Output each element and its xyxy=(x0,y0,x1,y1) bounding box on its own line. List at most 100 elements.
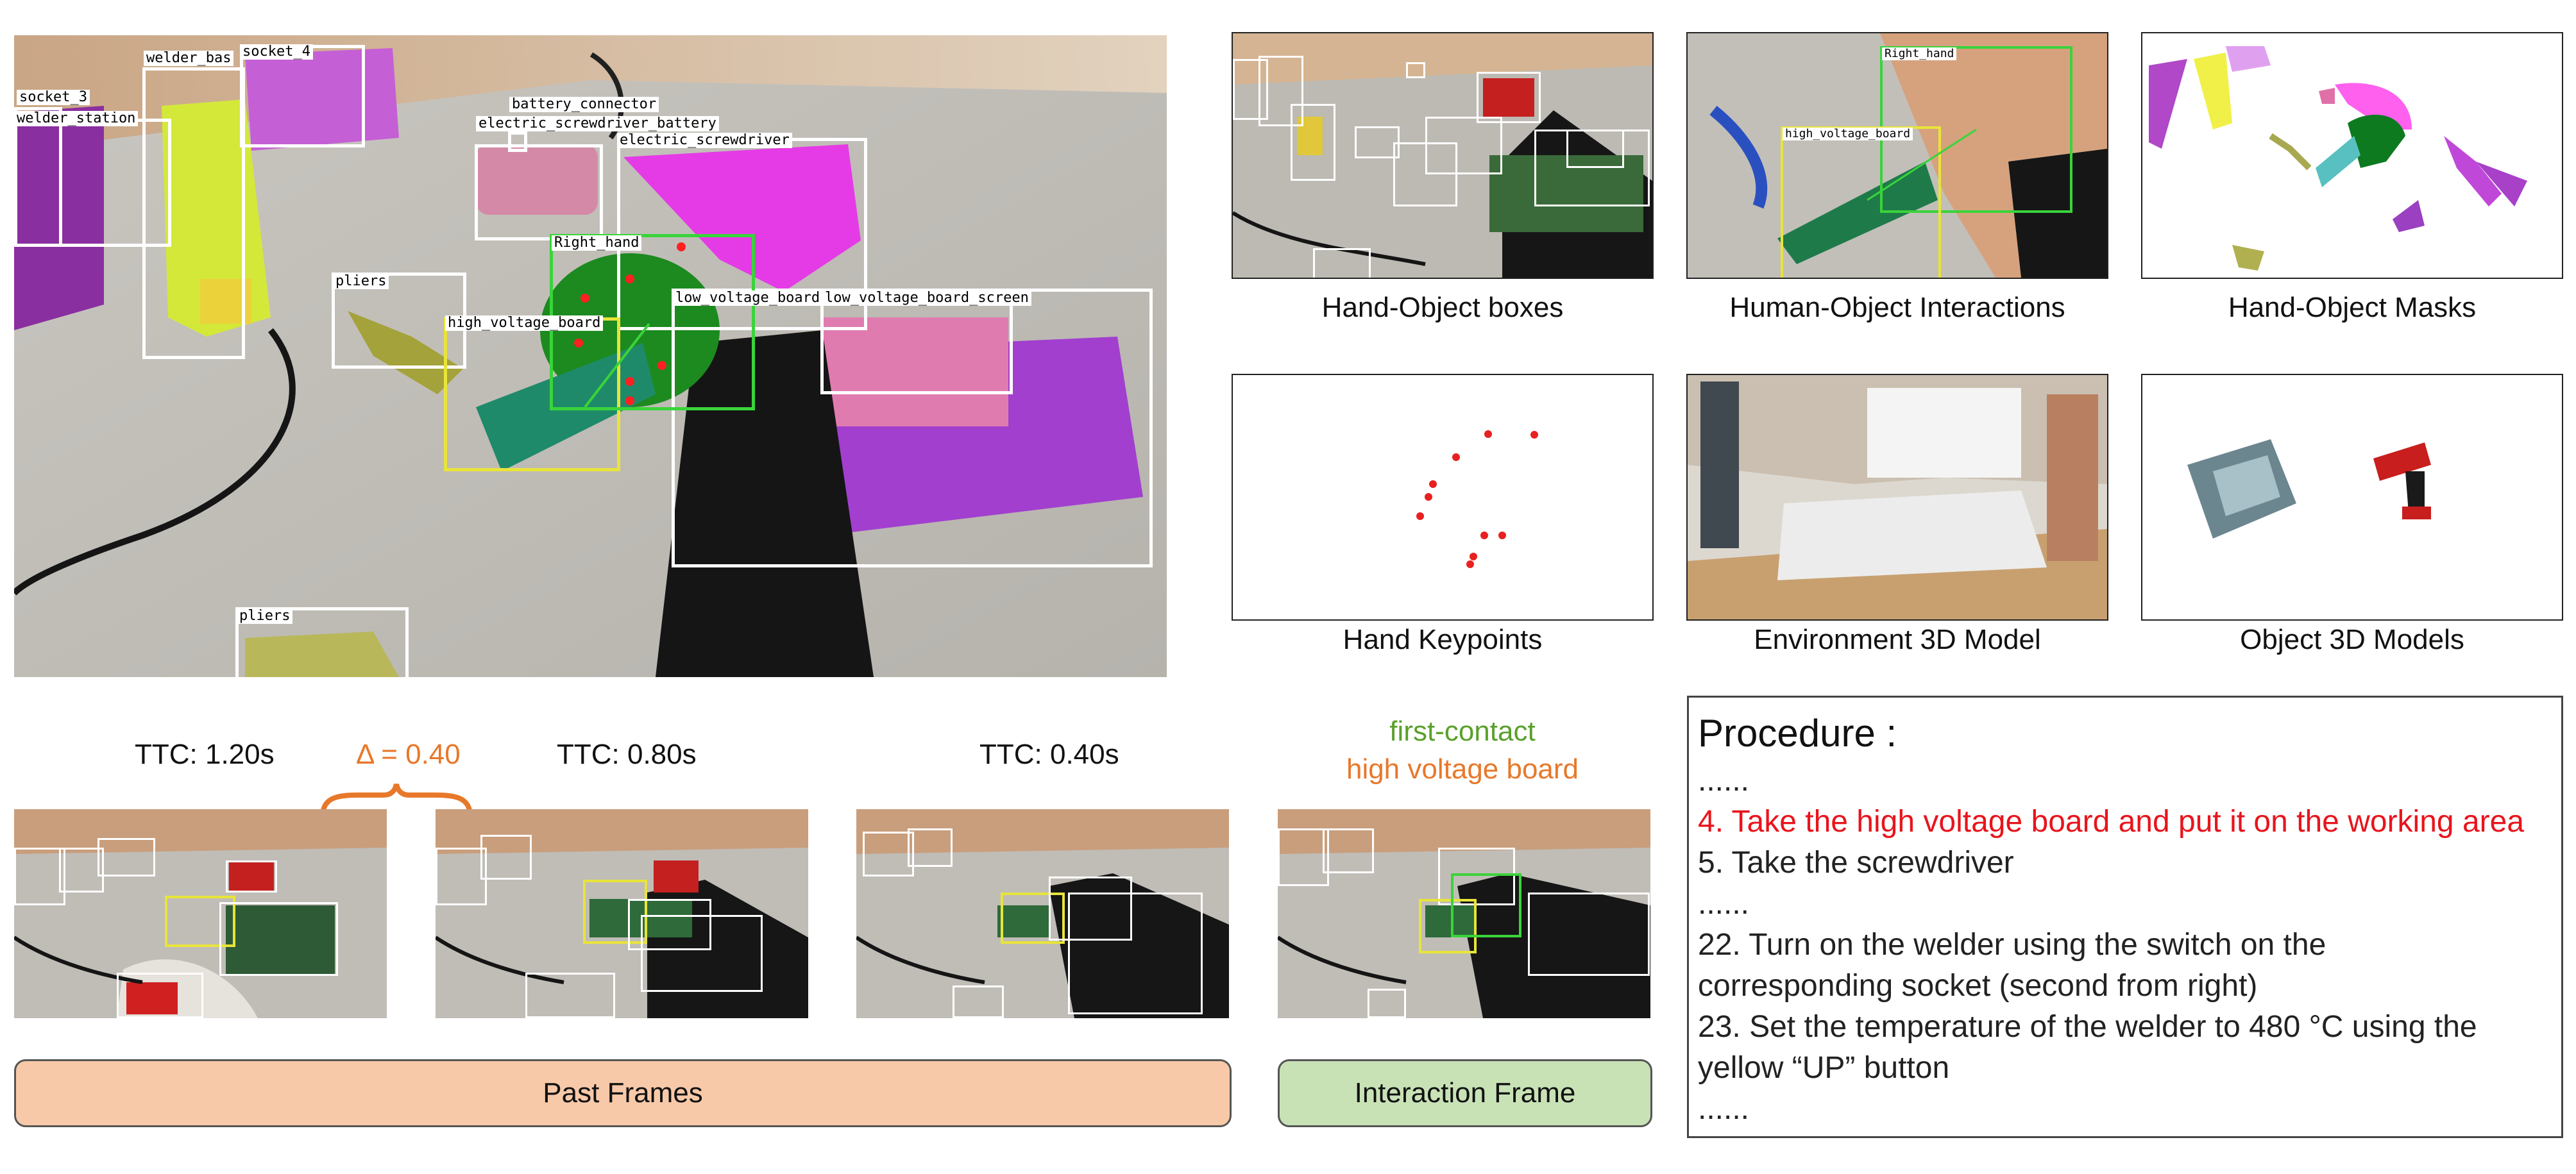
contact-object-label: high voltage board xyxy=(1346,753,1579,785)
hand-object-boxes-scene xyxy=(1233,33,1652,278)
interaction-frame-banner: Interaction Frame xyxy=(1278,1059,1652,1127)
past-frame-3 xyxy=(856,809,1229,1018)
caption-hand-object-masks: Hand-Object Masks xyxy=(2228,292,2477,323)
hoboxes-box-1 xyxy=(1233,59,1268,120)
delta-brace xyxy=(320,784,473,819)
past-frame-2 xyxy=(436,809,808,1018)
hand-object-masks-scene xyxy=(2149,46,2527,271)
object-3d-models-scene xyxy=(2187,439,2431,539)
pf2-box-4 xyxy=(641,915,763,992)
hoboxes-box-2 xyxy=(1258,56,1303,126)
thumb-hand-object-masks xyxy=(2141,32,2563,279)
past-frame-3-scene xyxy=(856,809,1229,1018)
ttc-label-3: TTC: 0.40s xyxy=(979,739,1119,770)
procedure-step-22-line-2: corresponding socket (second from right) xyxy=(1698,969,2258,1003)
label-electric-screwdriver-battery: electric_screwdriver_battery xyxy=(476,116,719,131)
bbox-welder-base xyxy=(142,67,245,359)
hoi-label-board: high_voltage_board xyxy=(1783,128,1913,140)
thumb-environment-3d-model xyxy=(1686,374,2108,621)
label-battery-connector: battery_connector xyxy=(509,97,659,112)
hoboxes-box-11 xyxy=(1406,62,1425,78)
delta-label: Δ = 0.40 xyxy=(356,739,461,770)
caption-hand-object-boxes: Hand-Object boxes xyxy=(1321,292,1564,323)
label-socket-4: socket_4 xyxy=(240,44,313,60)
procedure-ellipsis-2: ...... xyxy=(1698,887,1750,921)
pf1-box-1 xyxy=(14,848,65,905)
hoboxes-box-9 xyxy=(1566,130,1624,168)
label-pliers-2: pliers xyxy=(237,608,293,624)
interaction-frame-image xyxy=(1278,809,1650,1018)
if-box-2 xyxy=(1323,828,1374,873)
interaction-frame-scene xyxy=(1278,809,1650,1018)
pf2-box-3 xyxy=(628,899,711,950)
hoi-label-hand: Right_hand xyxy=(1882,47,1957,60)
procedure-step-22-line-1: 22. Turn on the welder using the switch … xyxy=(1698,928,2326,962)
hoboxes-box-6 xyxy=(1425,117,1502,174)
label-socket-3: socket_3 xyxy=(17,90,90,105)
pf2-box-5 xyxy=(525,973,615,1018)
bbox-electric-screwdriver-battery xyxy=(475,144,603,240)
label-low-voltage-board: low_voltage_board xyxy=(673,290,823,306)
pf2-box-1 xyxy=(436,848,487,905)
pf3-box-3 xyxy=(1049,876,1132,941)
procedure-step-5: 5. Take the screwdriver xyxy=(1698,846,2014,880)
pf2-box-board xyxy=(583,880,647,944)
if-box-1 xyxy=(1278,828,1329,886)
caption-environment-3d-model: Environment 3D Model xyxy=(1754,624,2041,655)
hoi-link-line xyxy=(1867,128,1977,201)
past-frame-2-scene xyxy=(436,809,808,1018)
past-frames-banner: Past Frames xyxy=(14,1059,1232,1127)
ttc-label-2: TTC: 0.80s xyxy=(557,739,697,770)
if-box-board xyxy=(1419,899,1477,953)
bbox-low-voltage-board-screen xyxy=(820,289,1013,394)
human-object-interactions-scene xyxy=(1688,33,2107,278)
caption-object-3d-models: Object 3D Models xyxy=(2240,624,2464,655)
if-box-hand xyxy=(1451,873,1521,937)
pf1-box-2 xyxy=(59,848,104,893)
hoboxes-box-3 xyxy=(1291,104,1335,181)
if-box-3 xyxy=(1438,848,1515,905)
first-contact-label: first-contact xyxy=(1389,716,1536,747)
hoboxes-box-10 xyxy=(1313,248,1371,278)
environment-3d-model-scene xyxy=(1688,375,2107,619)
main-annotated-frame: socket_3 welder_station welder_bas socke… xyxy=(14,35,1167,677)
procedure-title: Procedure : xyxy=(1698,712,1897,755)
pf1-box-5 xyxy=(117,973,203,1018)
hoboxes-box-7 xyxy=(1477,72,1541,123)
label-welder-base: welder_bas xyxy=(144,51,234,66)
thumb-human-object-interactions: Right_hand high_voltage_board xyxy=(1686,32,2108,279)
pf1-box-6 xyxy=(226,860,277,893)
pf3-box-board xyxy=(1001,893,1065,944)
pf1-box-3 xyxy=(97,838,155,876)
bbox-battery-connector xyxy=(508,131,527,152)
label-high-voltage-board: high_voltage_board xyxy=(445,315,604,331)
interaction-overlay xyxy=(574,242,686,408)
pf3-box-5 xyxy=(953,985,1004,1018)
label-pliers-1: pliers xyxy=(333,274,389,289)
procedure-step-23-line-2: yellow “UP” button xyxy=(1698,1051,1950,1085)
procedure-ellipsis-1: ...... xyxy=(1698,764,1750,798)
label-right-hand: Right_hand xyxy=(552,235,642,251)
thumb-hand-object-boxes xyxy=(1232,32,1654,279)
label-low-voltage-board-screen: low_voltage_board_screen xyxy=(822,290,1031,306)
thumb-object-3d-models xyxy=(2141,374,2563,621)
past-frame-1-scene xyxy=(14,809,387,1018)
pf3-box-4 xyxy=(1068,893,1203,1014)
caption-human-object-interactions: Human-Object Interactions xyxy=(1729,292,2065,323)
pf1-box-board xyxy=(165,896,235,947)
pf3-box-2 xyxy=(908,828,953,867)
procedure-step-23-line-1: 23. Set the temperature of the welder to… xyxy=(1698,1010,2477,1044)
if-box-4 xyxy=(1528,893,1650,976)
ttc-label-1: TTC: 1.20s xyxy=(135,739,275,770)
pf2-box-2 xyxy=(480,835,532,880)
caption-hand-keypoints: Hand Keypoints xyxy=(1343,624,1543,655)
procedure-ellipsis-3: ...... xyxy=(1698,1092,1750,1126)
past-frame-1 xyxy=(14,809,387,1018)
procedure-step-4: 4. Take the high voltage board and put i… xyxy=(1698,805,2525,839)
pf1-box-4 xyxy=(219,902,338,976)
if-box-5 xyxy=(1368,989,1406,1018)
procedure-box: Procedure : ...... 4. Take the high volt… xyxy=(1687,696,2563,1138)
pf3-box-1 xyxy=(863,832,914,876)
thumb-hand-keypoints xyxy=(1232,374,1654,621)
bbox-pliers-2 xyxy=(235,607,409,677)
